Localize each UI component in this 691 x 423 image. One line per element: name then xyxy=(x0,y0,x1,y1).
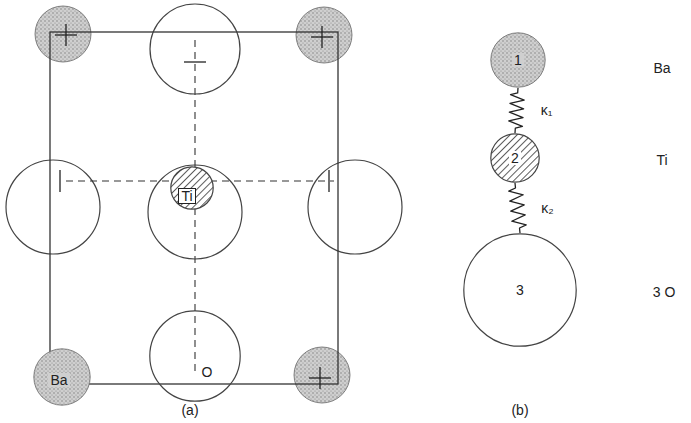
barium-atom: Ba xyxy=(33,348,91,406)
mass-circle: 3 xyxy=(463,233,577,347)
spring-connector xyxy=(509,183,526,233)
position-marks xyxy=(55,24,333,389)
spring-constant: κ₂ xyxy=(539,201,555,216)
spring-connector xyxy=(509,88,524,133)
titanium-atom: Ti xyxy=(170,166,214,210)
unit-cell-outline xyxy=(50,32,338,384)
mass-circle: 1 xyxy=(490,32,546,88)
oxygen-atom: O xyxy=(149,310,241,402)
atom-label: 3 xyxy=(514,283,526,298)
atom-label: Ti xyxy=(178,188,195,205)
atom-label: O xyxy=(200,365,215,380)
atom-label: Ba xyxy=(48,373,69,388)
mass-circle: 2 xyxy=(490,133,540,183)
species-label: Ba xyxy=(651,61,672,76)
circle-shape xyxy=(491,134,539,182)
atom-label: 1 xyxy=(512,53,524,68)
barium-atom xyxy=(296,7,352,63)
spring-constant: κ₁ xyxy=(539,103,555,118)
circle-outline xyxy=(149,310,241,402)
circle-shape xyxy=(150,311,240,401)
barium-atom xyxy=(294,347,350,403)
atom-label: 2 xyxy=(509,151,521,166)
circle-shape xyxy=(34,349,90,405)
oxygen-atom xyxy=(6,160,100,254)
species-label: 3 O xyxy=(651,285,678,300)
barium-atom xyxy=(35,6,91,62)
panel-label: (a) xyxy=(179,403,200,418)
circle-shape xyxy=(464,234,576,346)
panel-label: (b) xyxy=(509,403,530,418)
species-label: Ti xyxy=(654,153,669,168)
circle-shape xyxy=(171,167,213,209)
circle-shape xyxy=(491,33,545,87)
oxygen-atom xyxy=(308,160,402,254)
